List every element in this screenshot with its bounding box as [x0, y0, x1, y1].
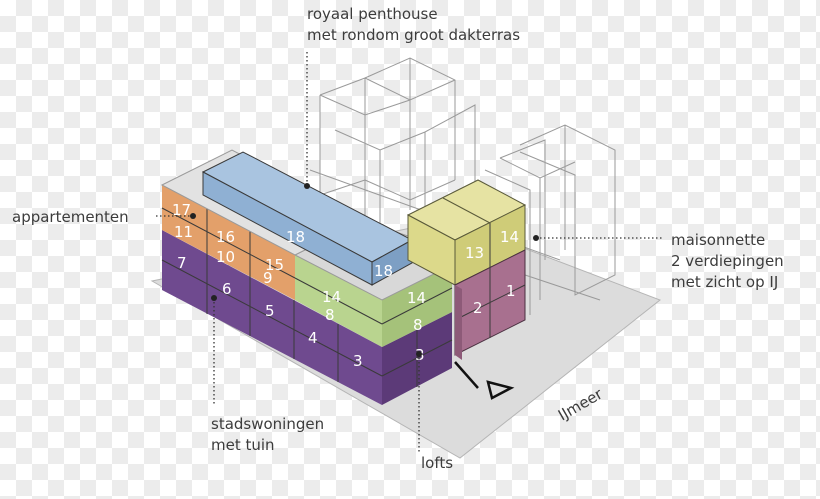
unit-numbers: 17 11 16 10 15 9 18 18 14 14 8 8 13 14 2…: [172, 201, 519, 370]
unit-5: 5: [265, 302, 275, 320]
unit-4: 4: [308, 329, 318, 347]
unit-10: 10: [216, 248, 235, 266]
label-maisonnette-line3: met zicht op IJ: [671, 273, 778, 291]
unit-14-c: 14: [500, 228, 519, 246]
unit-6: 6: [222, 280, 232, 298]
unit-7: 7: [177, 254, 187, 272]
label-appartementen: appartementen: [12, 208, 129, 226]
label-penthouse-line1: royaal penthouse: [307, 5, 438, 23]
wireframe-tower-right: [484, 124, 616, 315]
label-stadswoningen-line1: stadswoningen: [211, 415, 324, 433]
unit-14-b: 14: [407, 289, 426, 307]
label-ijmeer: IJmeer: [555, 384, 606, 424]
unit-11: 11: [174, 223, 193, 241]
unit-18-b: 18: [374, 262, 393, 280]
label-maisonnette-line2: 2 verdiepingen: [671, 252, 784, 270]
maisonnette-block: [406, 179, 527, 360]
unit-3-a: 3: [353, 352, 363, 370]
unit-8-a: 8: [325, 306, 335, 324]
unit-14-a: 14: [322, 288, 341, 306]
unit-18-a: 18: [286, 228, 305, 246]
label-stadswoningen-line2: met tuin: [211, 436, 275, 454]
leader-lines: [156, 52, 664, 452]
wireframe-tower-left: [319, 57, 476, 230]
unit-13: 13: [465, 244, 484, 262]
label-penthouse-line2: met rondom groot dakterras: [307, 26, 520, 44]
unit-9: 9: [263, 269, 273, 287]
unit-17: 17: [172, 201, 191, 219]
unit-1: 1: [506, 282, 516, 300]
label-lofts: lofts: [421, 454, 453, 472]
view-arrow-icon: [454, 361, 515, 400]
base-front: [161, 230, 383, 405]
label-maisonnette-line1: maisonnette: [671, 231, 765, 249]
penthouse-block: [201, 151, 414, 286]
unit-8-b: 8: [413, 316, 423, 334]
unit-16: 16: [216, 228, 235, 246]
unit-15: 15: [265, 256, 284, 274]
unit-2: 2: [473, 299, 483, 317]
